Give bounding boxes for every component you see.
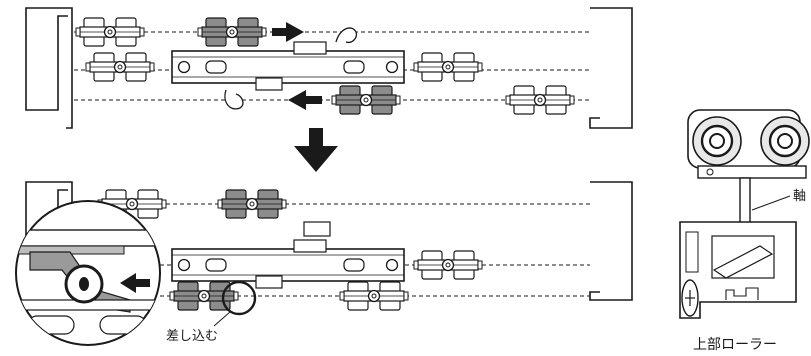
shaft bbox=[739, 177, 751, 227]
carriage-white-1 bbox=[75, 17, 145, 47]
upper-roller-detail: 軸 上部ローラー bbox=[679, 109, 810, 353]
top-panel bbox=[25, 7, 633, 129]
carriage-white-4 bbox=[505, 85, 575, 115]
wheel-left bbox=[692, 116, 742, 166]
right-wall-top bbox=[589, 7, 633, 129]
carriage-gray-4 bbox=[169, 281, 239, 311]
arrow-left-icon bbox=[288, 90, 322, 110]
carriage-gray-2 bbox=[331, 85, 401, 115]
track-bar-bottom bbox=[171, 221, 405, 289]
carriage-white-3 bbox=[413, 52, 483, 82]
bottom-panel: 差し込む bbox=[15, 181, 633, 346]
carriage-white-6 bbox=[413, 250, 483, 280]
carriage-white-7 bbox=[339, 281, 409, 311]
zoom-detail bbox=[15, 200, 161, 346]
left-wall-top bbox=[25, 7, 73, 129]
track-bar-top bbox=[171, 41, 405, 91]
arrow-right-icon bbox=[272, 22, 304, 42]
wheel-right bbox=[760, 116, 810, 166]
carriage-gray-1 bbox=[197, 17, 267, 47]
carriage-gray-3 bbox=[217, 189, 287, 219]
dashed-rails-top bbox=[74, 31, 590, 101]
insert-label: 差し込む bbox=[166, 329, 218, 344]
right-wall-bottom bbox=[589, 181, 633, 301]
insert-target-circle bbox=[221, 280, 257, 316]
insert-arrow-icon bbox=[120, 273, 150, 293]
upper-roller-label: 上部ローラー bbox=[693, 337, 777, 352]
arrow-down-icon bbox=[294, 128, 338, 172]
shaft-label: 軸 bbox=[793, 189, 806, 204]
hook-top-left bbox=[224, 89, 244, 110]
hook-top-right bbox=[335, 27, 358, 44]
carriage-white-2 bbox=[85, 52, 155, 82]
